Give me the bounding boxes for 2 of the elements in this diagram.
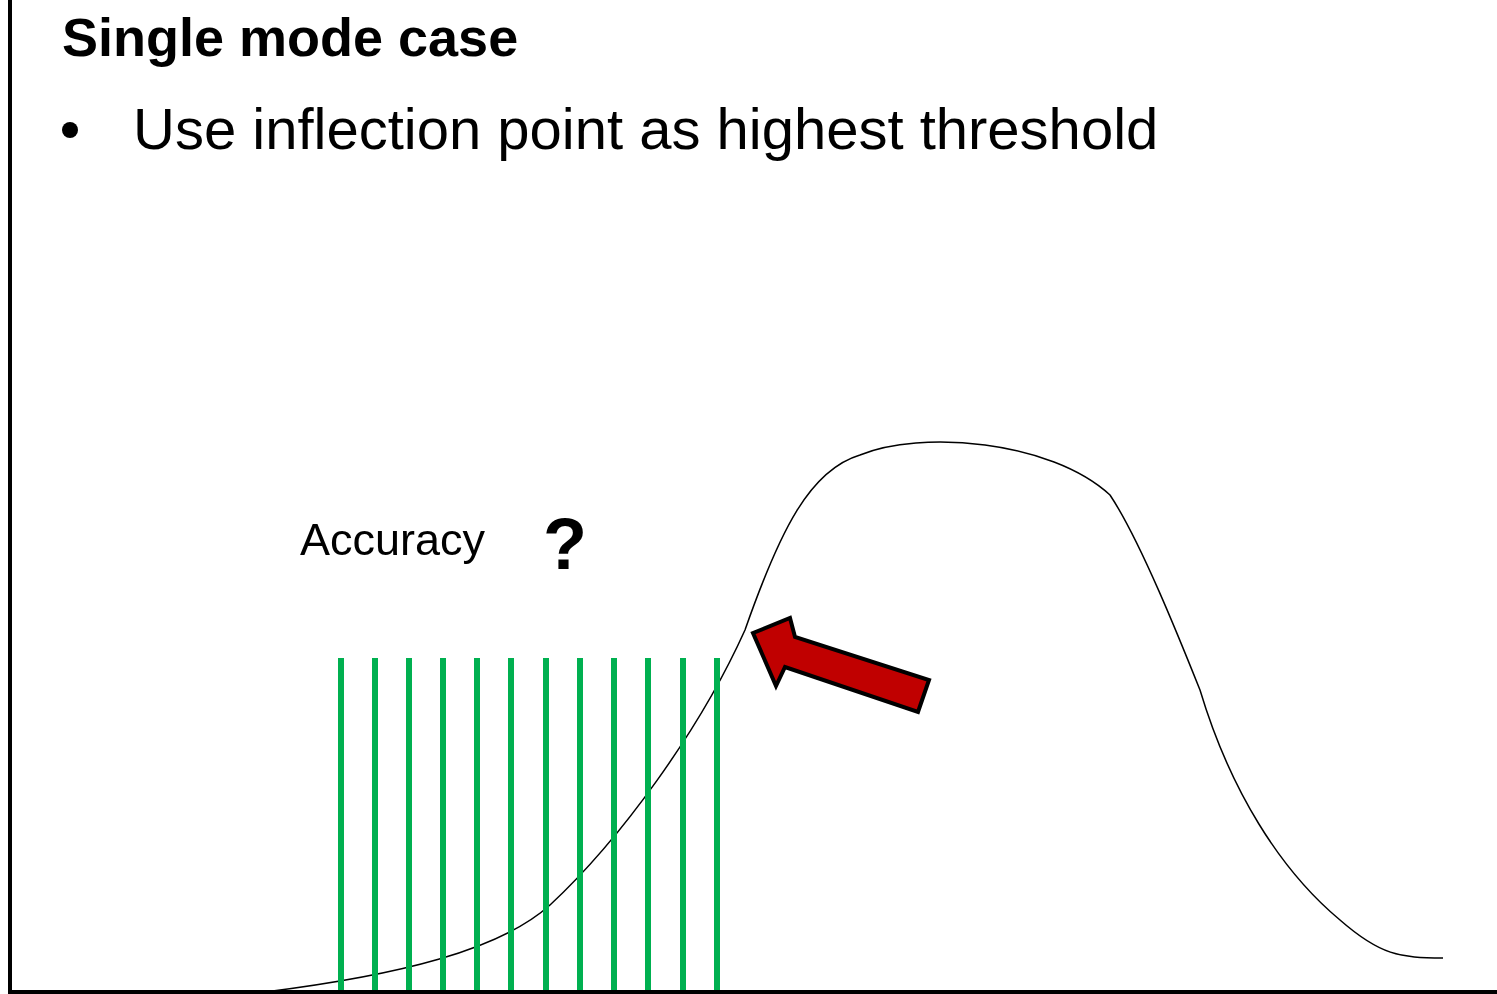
question-mark: ? [543, 508, 587, 580]
axis-label: Accuracy [300, 517, 486, 562]
